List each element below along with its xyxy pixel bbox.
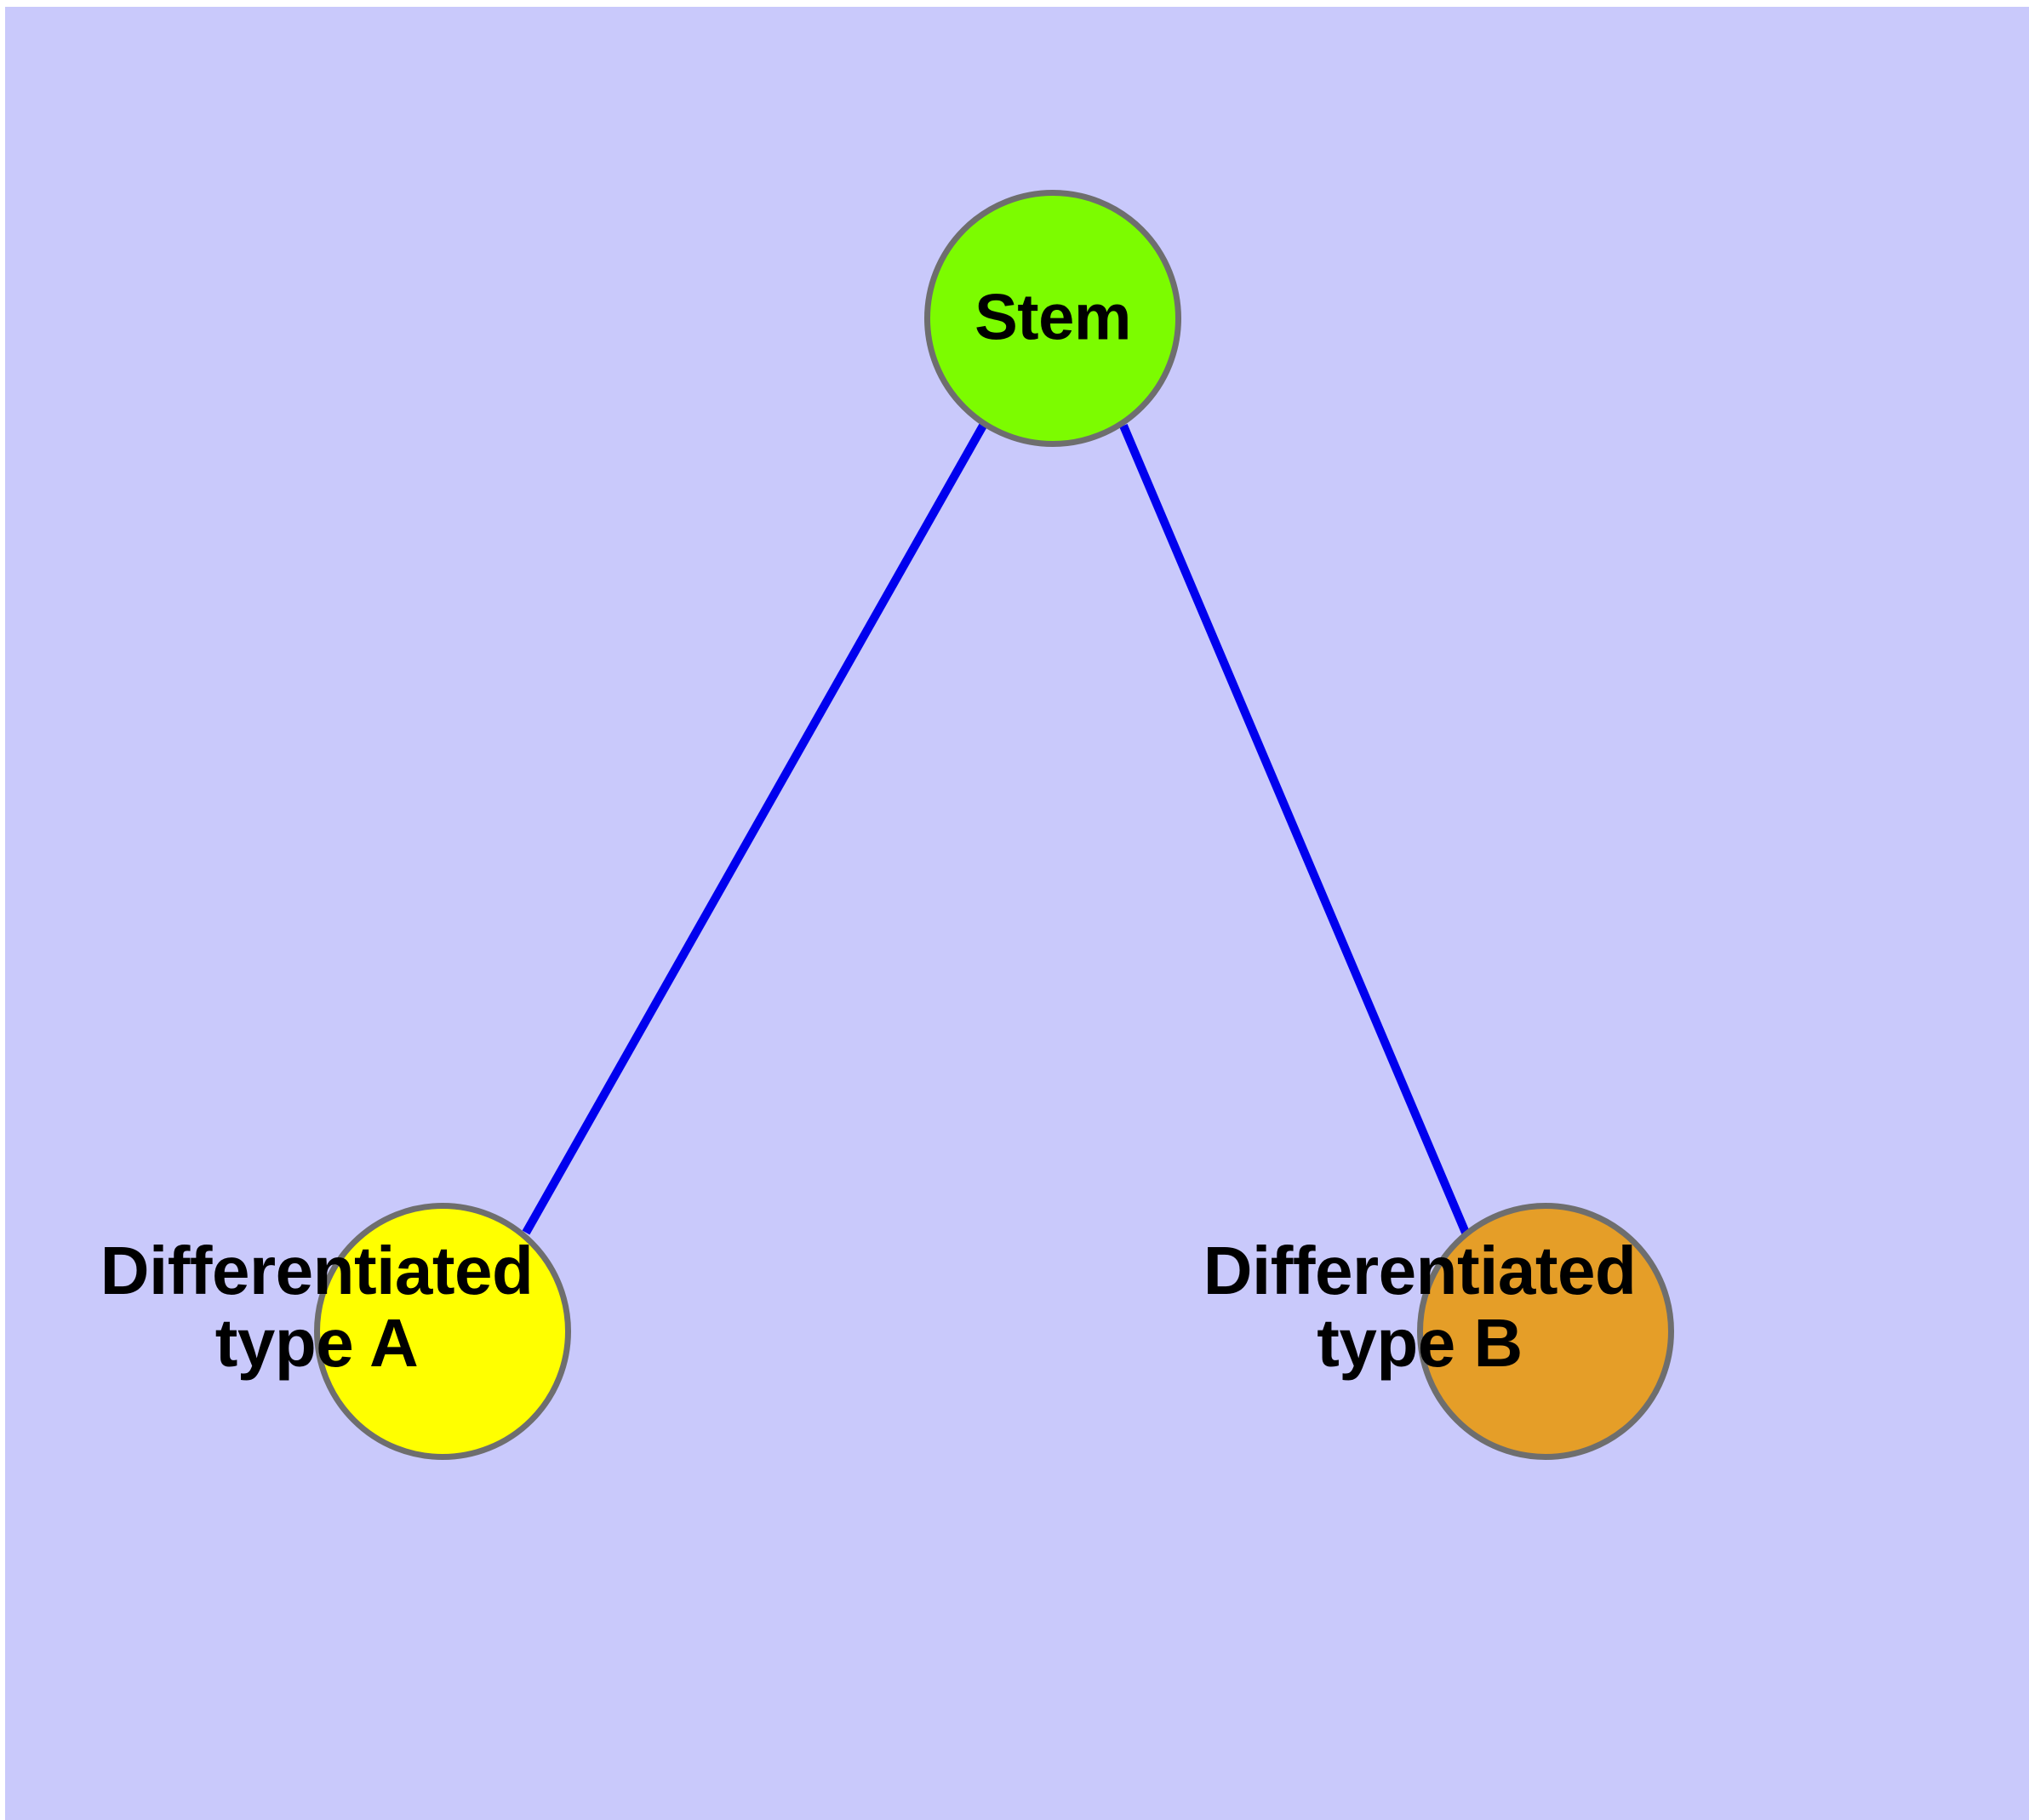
graph-edge-stem-to-diff-a bbox=[522, 423, 987, 1235]
graph-node-diff_a[interactable] bbox=[314, 1203, 571, 1460]
graph-node-diff_b[interactable] bbox=[1417, 1203, 1674, 1460]
graph-edge-stem-to-diff-b bbox=[1119, 424, 1470, 1234]
edges-group bbox=[522, 423, 1470, 1235]
nodes-group bbox=[314, 190, 1674, 1460]
graph-node-stem[interactable] bbox=[924, 190, 1181, 447]
